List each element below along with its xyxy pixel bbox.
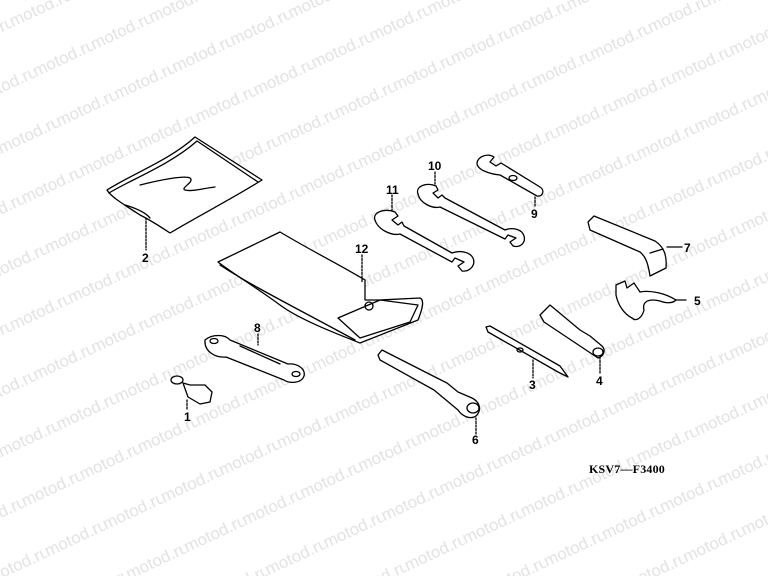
key-fob-clip-part bbox=[170, 375, 213, 411]
plastic-bag-part bbox=[106, 136, 263, 251]
open-end-wrench-small-part bbox=[476, 154, 544, 208]
box-wrench-part bbox=[204, 333, 305, 383]
screwdriver-bit-part bbox=[485, 325, 569, 379]
callout-11: 11 bbox=[386, 183, 399, 197]
callout-9: 9 bbox=[531, 207, 538, 221]
callout-7: 7 bbox=[684, 241, 691, 255]
tool-bag-part bbox=[217, 231, 424, 344]
callout-10: 10 bbox=[428, 159, 442, 173]
pin-spanner-part bbox=[615, 280, 687, 321]
screwdriver-handle-part bbox=[539, 304, 605, 375]
open-end-wrench-large-part bbox=[373, 194, 475, 272]
callout-4: 4 bbox=[596, 374, 603, 388]
callout-1: 1 bbox=[184, 410, 191, 424]
callout-8: 8 bbox=[254, 321, 261, 335]
open-end-wrench-medium-part bbox=[416, 171, 526, 248]
diagram-code: KSV7—F3400 bbox=[589, 462, 666, 476]
callout-5: 5 bbox=[694, 294, 701, 308]
callout-2: 2 bbox=[142, 251, 149, 265]
callout-6: 6 bbox=[472, 433, 479, 447]
extension-bar-part bbox=[587, 215, 683, 277]
callout-3: 3 bbox=[529, 378, 536, 392]
spark-plug-wrench-part bbox=[377, 349, 481, 435]
callout-12: 12 bbox=[355, 242, 369, 256]
